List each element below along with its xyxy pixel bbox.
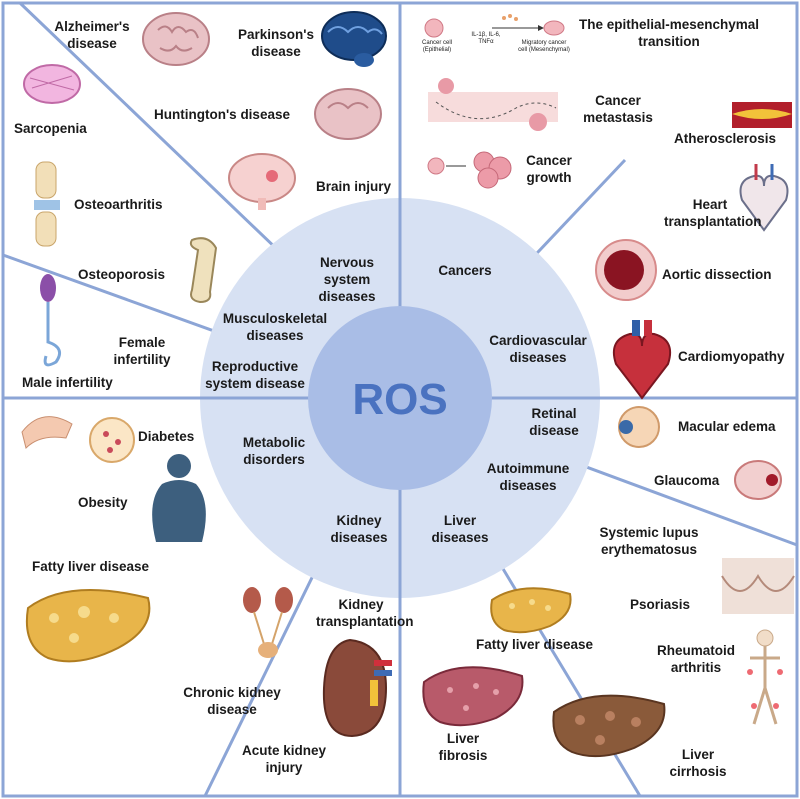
label-atherosclerosis: Atherosclerosis <box>674 131 777 146</box>
label-emt-migratory: Migratory cancer cell (Mesenchymal) <box>518 40 570 53</box>
category-retinal: Retinal disease <box>529 406 579 438</box>
eye-icon <box>618 406 660 448</box>
eye-glaucoma-icon <box>734 460 782 500</box>
category-kidney: Kidney diseases <box>330 513 388 545</box>
category-cancers: Cancers <box>438 263 492 278</box>
label-cancer-metastasis: Cancer metastasis <box>583 93 653 125</box>
cancer-growth-icon <box>427 151 512 189</box>
ros-center-label: ROS <box>352 375 448 424</box>
label-obesity: Obesity <box>78 495 128 510</box>
label-diabetes: Diabetes <box>138 429 195 444</box>
category-metabolic: Metabolic disorders <box>242 435 306 467</box>
heart-icon <box>612 320 672 400</box>
label-cancer-growth: Cancer growth <box>526 153 572 185</box>
label-alzheimers: Alzheimer's disease <box>54 19 130 51</box>
metastasis-icon <box>428 78 558 131</box>
brain-coronal-icon <box>142 12 210 66</box>
label-emt-cytokines: IL-1β, IL-6, TNFα <box>471 32 501 45</box>
label-psoriasis: Psoriasis <box>630 597 691 612</box>
label-acute-kidney: Acute kidney injury <box>241 743 327 775</box>
category-cardiovascular: Cardiovascular diseases <box>489 333 587 365</box>
label-aortic-dissection: Aortic dissection <box>662 267 772 282</box>
label-fatty-liver-left: Fatty liver disease <box>32 559 150 574</box>
label-chronic-kidney: Chronic kidney disease <box>183 685 281 717</box>
label-liver-cirrhosis: Liver cirrhosis <box>669 747 727 779</box>
label-osteoarthritis: Osteoarthritis <box>74 197 163 212</box>
label-heart-transplantation: Heart transplantation <box>664 197 762 229</box>
sperm-icon <box>40 274 62 367</box>
category-liver: Liver diseases <box>431 513 489 545</box>
fatty-liver-left-icon <box>26 589 151 663</box>
label-macular-edema: Macular edema <box>678 419 776 434</box>
label-fatty-liver-right: Fatty liver disease <box>476 637 594 652</box>
emt-diagram-icon <box>424 14 565 38</box>
category-reproductive: Reproductive system disease <box>205 359 305 391</box>
pancreas-islet-icon <box>21 416 135 463</box>
label-emt: The epithelial-mesenchymal transition <box>578 17 760 49</box>
obesity-person-icon <box>152 454 206 542</box>
label-glaucoma: Glaucoma <box>654 473 720 488</box>
aortic-dissection-icon <box>595 239 657 301</box>
label-sarcopenia: Sarcopenia <box>14 121 87 136</box>
heart-transplant-icon <box>739 164 789 232</box>
label-liver-fibrosis: Liver fibrosis <box>438 731 488 763</box>
label-kidney-transplantation: Kidney transplantation <box>316 597 414 629</box>
category-autoimmune: Autoimmune diseases <box>486 461 570 493</box>
label-emt-cancer-cell: Cancer cell (Epithelial) <box>421 40 452 53</box>
label-parkinsons: Parkinson's disease <box>238 27 314 59</box>
category-musculoskeletal: Musculoskeletal diseases <box>222 311 328 343</box>
liver-cirrhosis-icon <box>552 694 666 758</box>
label-sle: Systemic lupus erythematosus <box>599 525 699 557</box>
muscle-fiber-icon <box>23 64 81 104</box>
kidney-icon <box>322 638 392 738</box>
inner-circle <box>308 306 492 490</box>
label-osteoporosis: Osteoporosis <box>78 267 166 282</box>
fatty-liver-right-icon <box>490 587 572 634</box>
label-rheumatoid: Rheumatoid arthritis <box>656 643 735 675</box>
label-brain-injury: Brain injury <box>316 179 392 194</box>
liver-fibrosis-icon <box>422 666 524 727</box>
skeleton-icon <box>747 629 783 725</box>
label-female-infertility: Female infertility <box>113 335 171 367</box>
category-nervous: Nervous system diseases <box>318 255 376 304</box>
skin-psoriasis-icon <box>721 558 795 614</box>
label-cardiomyopathy: Cardiomyopathy <box>678 349 785 364</box>
label-huntingtons: Huntington's disease <box>154 107 290 122</box>
bone-icon <box>189 237 218 304</box>
artery-plaque-icon <box>732 102 792 128</box>
brain-coronal-2-icon <box>314 88 382 140</box>
brain-blue-icon <box>321 11 387 67</box>
urinary-system-icon <box>243 587 293 658</box>
knee-joint-icon <box>34 161 60 247</box>
label-male-infertility: Male infertility <box>22 375 113 390</box>
brain-side-icon <box>228 153 296 210</box>
